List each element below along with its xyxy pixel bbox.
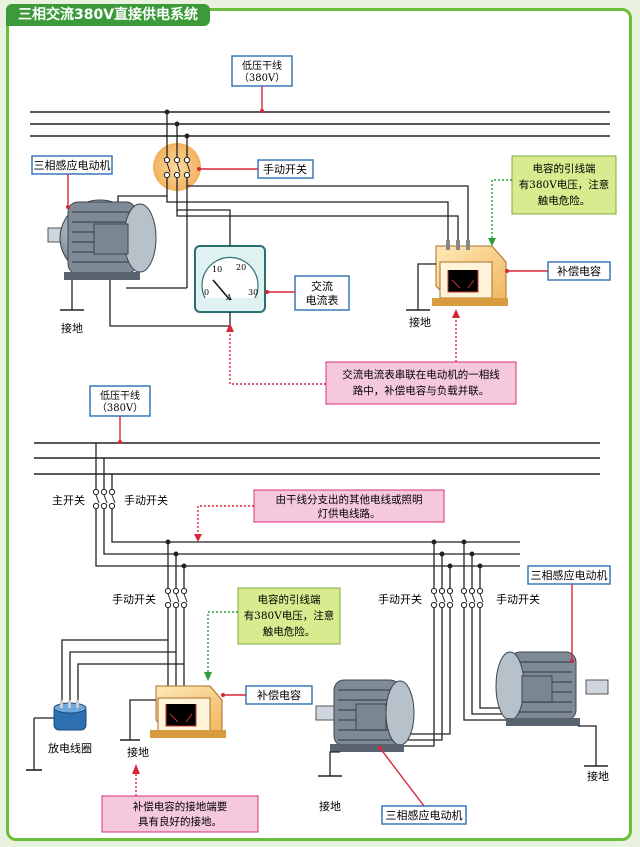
mid-branch-switch[interactable] xyxy=(430,587,454,609)
bottom-warning-line3: 触电危险。 xyxy=(263,625,316,638)
mid-switch-label: 手动开关 xyxy=(378,592,422,606)
branch-note-line2: 灯供电线路。 xyxy=(318,507,381,520)
top-feed-wires xyxy=(109,178,469,327)
main-switch-label: 主开关 xyxy=(52,493,85,507)
bottom-mains-label-line1: 低压干线 xyxy=(100,389,140,402)
top-warning-note xyxy=(511,155,617,215)
right-switch-label: 手动开关 xyxy=(496,592,540,606)
right-motor-label: 三相感应电动机 xyxy=(531,568,608,582)
right-motor-label-box xyxy=(527,565,611,585)
bottom-ground-motor-right: 接地 xyxy=(587,770,609,783)
top-warning-line3: 触电危险。 xyxy=(538,194,591,207)
bottom-mains-label-line2: （380V） xyxy=(97,402,143,414)
bottom-motor-label: 三相感应电动机 xyxy=(386,808,463,822)
left-branch-wires xyxy=(61,608,185,708)
bottom-mid-motor xyxy=(315,679,415,752)
diagram-title: 三相交流380V直接供电系统 xyxy=(6,4,211,26)
top-manual-switch[interactable] xyxy=(163,156,191,179)
ground-note xyxy=(101,795,259,833)
ammeter-tick-20: 20 xyxy=(236,263,246,272)
top-mains-bus xyxy=(30,111,610,137)
top-motor-label: 三相感应电动机 xyxy=(34,158,111,172)
ammeter-tick-10: 10 xyxy=(212,265,222,274)
right-branch-switch[interactable] xyxy=(460,587,484,609)
bottom-ground-cap: 接地 xyxy=(127,746,149,759)
bottom-ground-motor-mid: 接地 xyxy=(319,800,341,813)
bottom-switch-label: 手动开关 xyxy=(124,493,168,507)
branch-bus xyxy=(95,509,520,567)
ground-note-line1: 补偿电容的接地端要 xyxy=(133,800,228,813)
ammeter-label-box xyxy=(294,275,350,311)
top-note-line2: 路中，补偿电容与负载并联。 xyxy=(353,384,490,397)
top-motor-label-box xyxy=(31,155,113,175)
left-switch-label: 手动开关 xyxy=(112,592,156,606)
bottom-warning-note xyxy=(237,587,341,645)
top-switch-drops xyxy=(164,109,190,157)
top-note-line1: 交流电流表串联在电动机的一相线 xyxy=(342,368,500,381)
branch-note xyxy=(253,489,445,523)
top-switch-label: 手动开关 xyxy=(263,162,307,176)
top-mains-label: 低压干线 （380V） xyxy=(231,55,293,113)
ground-note-line2: 具有良好的接地。 xyxy=(138,815,222,828)
discharge-coil-label: 放电线圈 xyxy=(48,741,92,755)
main-switch[interactable] xyxy=(92,488,116,510)
ammeter-label-line2: 电流表 xyxy=(306,293,339,307)
branch-note-line1: 由干线分支出的其他电线或照明 xyxy=(276,493,423,506)
bottom-warning-line1: 电容的引线端 xyxy=(258,593,321,606)
top-switch-highlight xyxy=(153,143,201,191)
top-warning-line1: 电容的引线端 xyxy=(533,162,596,175)
ammeter-tick-0: 0 xyxy=(204,288,209,297)
bottom-warning-line2: 有380V电压，注意 xyxy=(244,609,335,622)
top-warning-line2: 有380V电压，注意 xyxy=(519,178,610,191)
ammeter-label-line1: 交流 xyxy=(311,279,333,293)
left-branch-drops xyxy=(165,539,187,588)
left-branch-switch[interactable] xyxy=(164,587,188,609)
ammeter: 10 20 30 0 A xyxy=(194,245,266,313)
top-capacitor xyxy=(432,240,508,306)
bottom-capacitor-label: 补偿电容 xyxy=(257,688,301,702)
right-branch-drops xyxy=(461,539,483,588)
mid-branch-wires xyxy=(392,608,451,747)
ammeter-tick-30: 30 xyxy=(248,288,258,297)
top-ground-left: 接地 xyxy=(61,322,83,335)
top-motor xyxy=(47,199,157,280)
top-mains-label-line2: （380V） xyxy=(239,72,285,84)
top-ammeter-note xyxy=(325,361,517,405)
top-mains-label-line1: 低压干线 xyxy=(242,59,282,72)
bottom-right-motor xyxy=(495,651,609,726)
top-ground-right: 接地 xyxy=(409,316,431,329)
top-capacitor-label: 补偿电容 xyxy=(557,264,601,278)
bottom-mains-bus xyxy=(34,442,600,475)
main-switch-drops xyxy=(95,443,113,489)
mid-branch-drops xyxy=(431,539,453,588)
discharge-coil xyxy=(53,700,87,731)
bottom-capacitor xyxy=(150,685,226,738)
